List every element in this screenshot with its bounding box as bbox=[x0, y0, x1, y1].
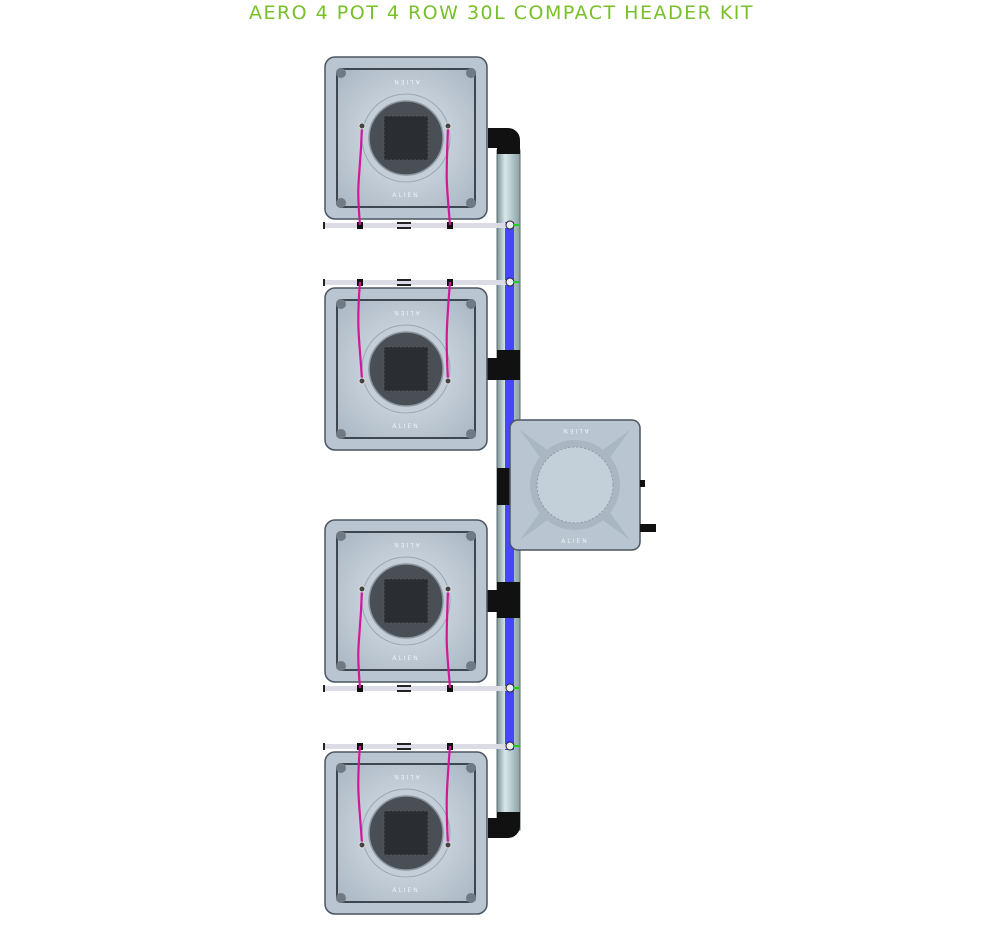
net-mesh bbox=[383, 578, 429, 624]
drip-line bbox=[445, 125, 452, 226]
feed-line-end bbox=[323, 743, 325, 750]
pot-logo-top: ALIEN bbox=[392, 309, 420, 316]
feed-line-clip bbox=[397, 279, 411, 281]
pot-logo-top: ALIEN bbox=[392, 78, 420, 85]
drip-line bbox=[445, 588, 452, 689]
feed-line-clip bbox=[397, 222, 411, 224]
feed-line-clip bbox=[397, 743, 411, 745]
feed-line-clip bbox=[397, 748, 411, 750]
drip-line bbox=[445, 745, 452, 846]
drip-line bbox=[445, 281, 452, 382]
corner-clip bbox=[336, 531, 346, 541]
controller-drain bbox=[640, 524, 656, 532]
controller-lid bbox=[536, 446, 614, 524]
feed-connector bbox=[505, 277, 515, 287]
net-mesh bbox=[383, 346, 429, 392]
drip-stake bbox=[444, 841, 452, 849]
feed-line-clip bbox=[397, 690, 411, 692]
controller-logo-bottom: ALIEN bbox=[561, 538, 589, 545]
pot-logo-top: ALIEN bbox=[392, 541, 420, 548]
feed-line-clip bbox=[397, 227, 411, 229]
drip-stake bbox=[358, 585, 366, 593]
pot-logo-top: ALIEN bbox=[392, 773, 420, 780]
feed-connector bbox=[505, 741, 515, 751]
corner-clip bbox=[466, 429, 476, 439]
feed-line bbox=[325, 280, 510, 285]
dripper-tee bbox=[447, 222, 453, 229]
corner-clip bbox=[466, 198, 476, 208]
feed-line-clip bbox=[397, 284, 411, 286]
corner-clip bbox=[466, 893, 476, 903]
pot-logo-bottom: ALIEN bbox=[392, 655, 420, 662]
corner-clip bbox=[336, 763, 346, 773]
pot-4: ALIEN ALIEN bbox=[323, 741, 520, 915]
top-elbow-fitting bbox=[488, 128, 520, 154]
dripper-tee bbox=[357, 685, 363, 692]
pot-logo-bottom: ALIEN bbox=[392, 887, 420, 894]
pot-logo-bottom: ALIEN bbox=[392, 192, 420, 199]
corner-clip bbox=[466, 299, 476, 309]
feed-connector bbox=[505, 220, 515, 230]
pots-group: ALIEN ALIEN ALIEN ALIEN ALIEN ALIEN ALIEN ALIEN bbox=[323, 56, 520, 915]
feed-connector bbox=[505, 683, 515, 693]
drip-stake bbox=[358, 841, 366, 849]
feed-line bbox=[325, 223, 510, 228]
corner-clip bbox=[336, 299, 346, 309]
net-mesh bbox=[383, 810, 429, 856]
corner-clip bbox=[336, 893, 346, 903]
corner-clip bbox=[336, 198, 346, 208]
dripper-tee bbox=[447, 685, 453, 692]
tee-fitting bbox=[497, 582, 520, 618]
pot-1: ALIEN ALIEN bbox=[323, 56, 520, 230]
pot-2: ALIEN ALIEN bbox=[323, 277, 520, 451]
drip-stake bbox=[444, 377, 452, 385]
drip-stake bbox=[444, 585, 452, 593]
drip-stake bbox=[358, 377, 366, 385]
feed-line bbox=[325, 744, 510, 749]
corner-clip bbox=[336, 429, 346, 439]
feed-line-clip bbox=[397, 685, 411, 687]
bottom-elbow-fitting bbox=[488, 812, 520, 838]
corner-clip bbox=[466, 661, 476, 671]
feed-line bbox=[325, 686, 510, 691]
corner-clip bbox=[466, 68, 476, 78]
net-mesh bbox=[383, 115, 429, 161]
tee-fitting bbox=[497, 350, 520, 380]
dripper-tee bbox=[357, 222, 363, 229]
pot-outlet-fitting bbox=[486, 590, 498, 612]
drip-line bbox=[357, 745, 364, 846]
drip-line bbox=[357, 125, 364, 226]
pot-3: ALIEN ALIEN bbox=[323, 519, 520, 693]
controller-port bbox=[640, 480, 645, 487]
controller-pot: ALIEN ALIEN bbox=[509, 419, 656, 551]
corner-clip bbox=[466, 531, 476, 541]
drip-stake bbox=[444, 122, 452, 130]
pot-logo-bottom: ALIEN bbox=[392, 423, 420, 430]
drip-line bbox=[357, 588, 364, 689]
controller-logo-top: ALIEN bbox=[561, 427, 589, 434]
feed-line-end bbox=[323, 222, 325, 229]
pot-outlet-fitting bbox=[486, 358, 498, 380]
feed-line-end bbox=[323, 279, 325, 286]
drip-line bbox=[357, 281, 364, 382]
corner-clip bbox=[336, 68, 346, 78]
corner-clip bbox=[336, 661, 346, 671]
drip-stake bbox=[358, 122, 366, 130]
kit-title: AERO 4 POT 4 ROW 30L COMPACT HEADER KIT bbox=[248, 2, 755, 24]
feed-line-end bbox=[323, 685, 325, 692]
corner-clip bbox=[466, 763, 476, 773]
